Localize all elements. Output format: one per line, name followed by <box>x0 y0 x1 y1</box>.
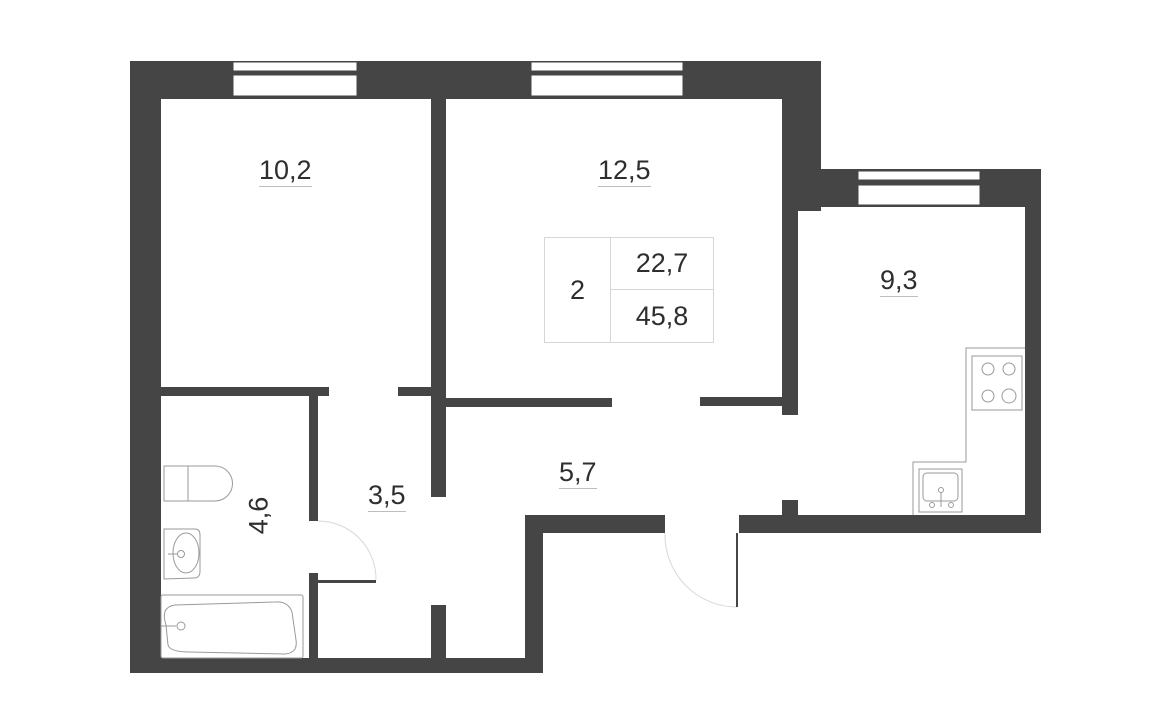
area-underline <box>368 511 406 512</box>
hallway-area-value: 3,5 <box>368 480 406 510</box>
room-area-hallway: 3,5 <box>368 482 406 512</box>
room-area-bedroom: 10,2 <box>259 157 312 187</box>
stove-icon <box>971 355 1023 411</box>
kitchen-area-value: 9,3 <box>880 265 918 295</box>
corridor-area-value: 5,7 <box>559 457 597 487</box>
area-underline <box>559 488 597 489</box>
living-area-total: 22,7 <box>610 238 714 290</box>
living-room-area-value: 12,5 <box>598 155 651 185</box>
door-entrance <box>664 532 738 608</box>
room-area-bathroom: 4,6 <box>243 497 274 535</box>
bedroom-area-value: 10,2 <box>259 155 312 185</box>
kitchen-counter <box>912 347 1025 515</box>
bathroom-area-value: 4,6 <box>243 496 274 535</box>
area-underline <box>880 296 918 297</box>
windows <box>232 61 981 206</box>
kitchen-sink-icon <box>918 468 963 513</box>
interior-walls <box>159 97 784 660</box>
room-area-kitchen: 9,3 <box>880 267 918 297</box>
area-underline <box>259 186 312 187</box>
area-underline <box>598 186 651 187</box>
doors <box>317 520 738 608</box>
outer-walls <box>130 61 1041 673</box>
window-living-room <box>530 61 684 97</box>
total-area: 45,8 <box>635 300 689 331</box>
toilet-icon <box>163 465 233 502</box>
room-area-living-room: 12,5 <box>598 157 651 187</box>
room-area-corridor: 5,7 <box>559 459 597 489</box>
rooms-count: 2 <box>545 238 611 342</box>
door-bathroom <box>317 520 377 581</box>
bathtub-icon <box>160 594 304 659</box>
window-bedroom <box>232 61 358 97</box>
apartment-summary: 2 22,7 45,8 <box>544 237 714 343</box>
washbasin-icon <box>163 528 201 580</box>
window-kitchen <box>857 170 981 206</box>
